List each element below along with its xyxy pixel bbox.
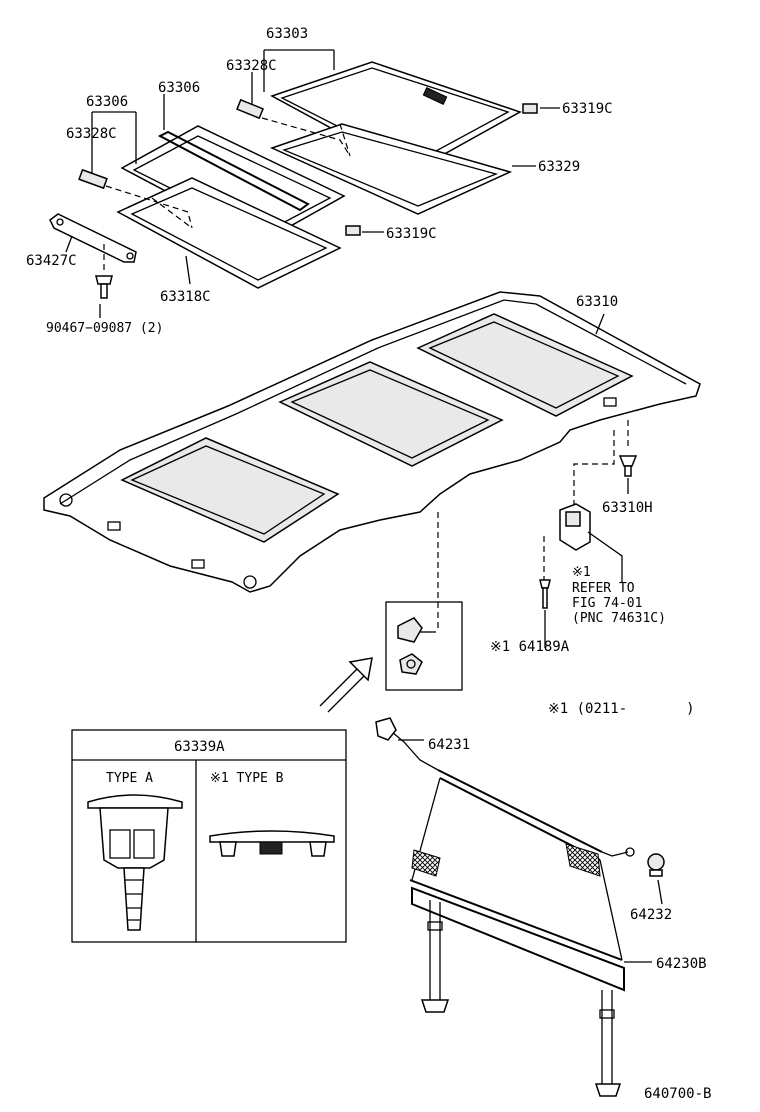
label-63310: 63310 bbox=[576, 294, 618, 310]
inset-col-type-b: ※1 TYPE B bbox=[210, 771, 284, 786]
label-64189a: ※1 64189A bbox=[490, 639, 570, 655]
label-63427c: 63427C bbox=[26, 253, 77, 269]
note1-refer: REFER TO bbox=[572, 581, 635, 596]
label-63329: 63329 bbox=[538, 159, 580, 175]
pointer-arrow bbox=[319, 657, 373, 713]
label-63303: 63303 bbox=[266, 26, 308, 42]
sunroof-shade-assembly-left bbox=[49, 125, 361, 299]
label-90467: 90467−09087 (2) bbox=[46, 321, 163, 336]
knob-64232 bbox=[647, 853, 665, 877]
clip-type-table bbox=[71, 729, 347, 943]
label-63328c-left: 63328C bbox=[66, 126, 117, 142]
label-63318c: 63318C bbox=[160, 289, 211, 305]
label-63319c-top: 63319C bbox=[562, 101, 613, 117]
note1-pnc: (PNC 74631C) bbox=[572, 611, 666, 626]
label-63306-a: 63306 bbox=[86, 94, 128, 110]
headliner-63310 bbox=[43, 291, 701, 593]
clip-detail-box bbox=[385, 601, 463, 691]
label-64230b: 64230B bbox=[656, 956, 707, 972]
figure-code: 640700-B bbox=[644, 1086, 711, 1102]
label-63306-b: 63306 bbox=[158, 80, 200, 96]
label-64231: 64231 bbox=[428, 737, 470, 753]
label-63319c-mid: 63319C bbox=[386, 226, 437, 242]
label-64232: 64232 bbox=[630, 907, 672, 923]
clip-63310h bbox=[618, 455, 638, 477]
sunroof-shade-assembly-right bbox=[236, 61, 538, 215]
date-note: ※1 (0211- ) bbox=[548, 701, 695, 717]
screw-64189a bbox=[539, 579, 551, 648]
leader-lines bbox=[65, 49, 663, 963]
inset-col-type-a: TYPE A bbox=[106, 771, 153, 786]
cargo-net-64230b bbox=[375, 717, 635, 1097]
note1-fig: FIG 74-01 bbox=[572, 596, 642, 611]
bracket-74631c bbox=[559, 503, 623, 582]
note1-mark: ※1 bbox=[572, 565, 591, 580]
inset-table-title: 63339A bbox=[174, 739, 225, 755]
label-63328c-top: 63328C bbox=[226, 58, 277, 74]
label-63310h: 63310H bbox=[602, 500, 653, 516]
